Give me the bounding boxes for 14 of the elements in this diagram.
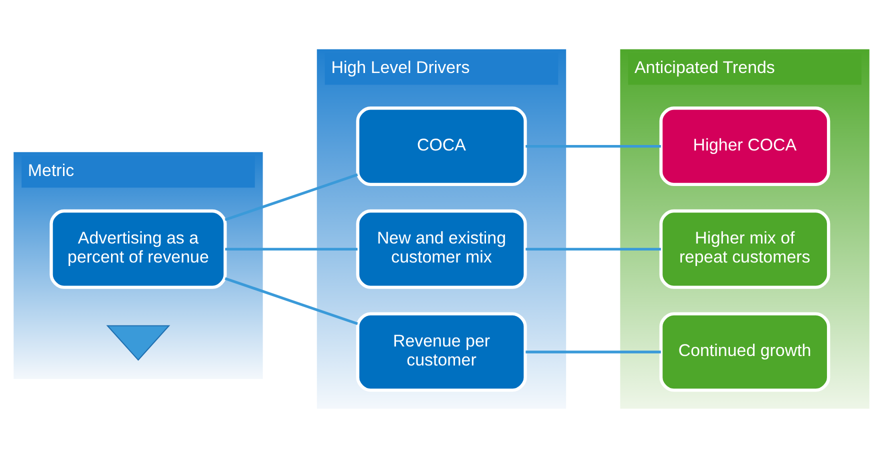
node-box: COCA xyxy=(356,106,527,186)
connector xyxy=(526,144,661,148)
node-box: Higher COCA xyxy=(659,106,830,186)
node-box: Higher mix of repeat customers xyxy=(659,208,830,288)
node-box: Revenue per customer xyxy=(356,312,527,392)
node-box: Advertising as a percent of revenue xyxy=(50,208,227,288)
connector xyxy=(526,247,661,250)
node-box: Continued growth xyxy=(659,312,830,392)
connector xyxy=(224,172,358,221)
connector xyxy=(224,276,358,324)
node-arrow xyxy=(106,324,170,360)
node-box: New and existing customer mix xyxy=(356,208,527,288)
connector xyxy=(526,350,661,353)
connector xyxy=(225,247,358,250)
